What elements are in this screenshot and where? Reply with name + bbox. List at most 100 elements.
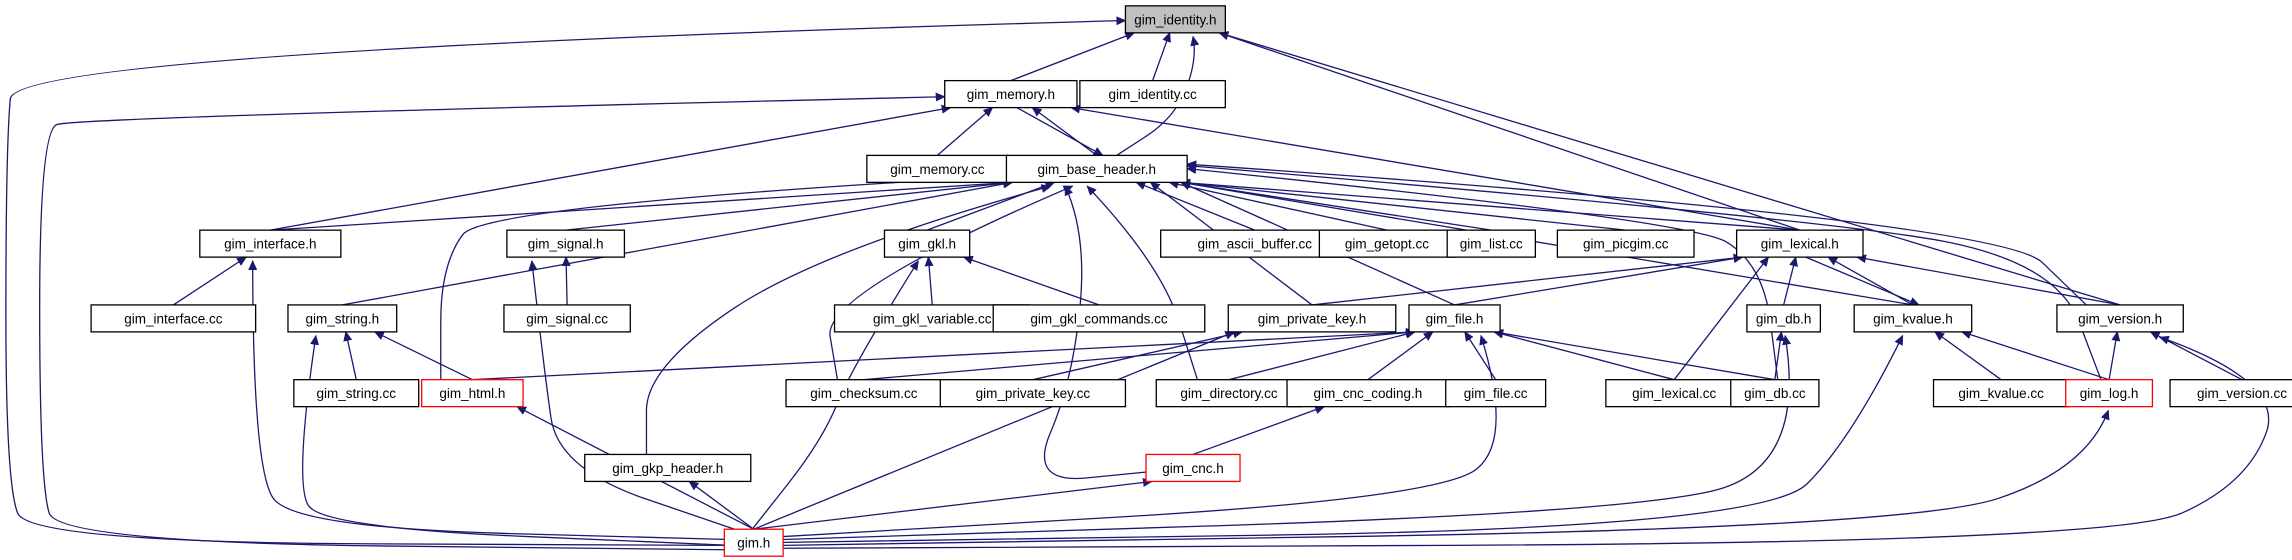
edge-gim_h-to-gkp_header_h: [688, 480, 755, 530]
edges-layer: [5, 16, 2270, 551]
edge-gim_h-to-memory_h: [39, 92, 946, 551]
edge-db_cc-to-db_h: [1774, 330, 1785, 380]
edge-memory_cc-to-memory_h: [936, 106, 994, 156]
node-private-key-cc[interactable]: gim_private_key.cc: [939, 379, 1127, 408]
node-list-cc[interactable]: gim_list.cc: [1446, 229, 1536, 258]
node-interface-h[interactable]: gim_interface.h: [199, 229, 342, 258]
node-private-key-h[interactable]: gim_private_key.h: [1227, 304, 1397, 333]
edge-gim_h-to-identity_h: [5, 16, 1127, 546]
node-identity-h: gim_identity.h: [1124, 5, 1226, 34]
node-file-h[interactable]: gim_file.h: [1408, 304, 1501, 333]
node-box: [1853, 304, 1973, 333]
node-signal-h[interactable]: gim_signal.h: [506, 229, 626, 258]
node-box: [90, 304, 257, 333]
node-memory-h[interactable]: gim_memory.h: [944, 79, 1078, 109]
node-lexical-cc[interactable]: gim_lexical.cc: [1605, 379, 1744, 408]
node-picgim-cc[interactable]: gim_picgim.cc: [1556, 229, 1695, 258]
node-base-header-h[interactable]: gim_base_header.h: [1005, 154, 1188, 184]
node-db-h[interactable]: gim_db.h: [1746, 304, 1822, 333]
node-interface-cc[interactable]: gim_interface.cc: [90, 304, 257, 333]
node-label: gim_lexical.h: [1761, 237, 1839, 252]
edge-cnc_h-to-cnc_coding_h: [1192, 405, 1326, 456]
node-log-h[interactable]: gim_log.h: [2065, 379, 2154, 408]
node-version-cc[interactable]: gim_version.cc: [2169, 379, 2292, 408]
node-label: gim_lexical.cc: [1632, 386, 1716, 401]
edge-db_h-to-lexical_h: [1783, 256, 1798, 306]
node-box: [1160, 229, 1350, 258]
edge-gim_h-to-gkl_h: [751, 260, 919, 530]
node-label: gim_private_key.h: [1258, 311, 1367, 326]
node-label: gim_file.cc: [1464, 386, 1528, 401]
node-string-h[interactable]: gim_string.h: [287, 304, 398, 333]
edge-gkl_h-to-base_header_h: [926, 181, 1056, 231]
node-box: [584, 453, 752, 483]
node-kvalue-cc[interactable]: gim_kvalue.cc: [1932, 379, 2070, 408]
edge-cnc_coding_h-to-file_h: [1367, 331, 1434, 381]
node-label: gim_signal.h: [528, 237, 604, 252]
node-cnc-coding-h[interactable]: gim_cnc_coding.h: [1286, 379, 1450, 408]
node-label: gim_picgim.cc: [1583, 237, 1669, 252]
node-gkl-h[interactable]: gim_gkl.h: [883, 229, 971, 258]
node-box: [1286, 379, 1450, 408]
edge-signal_cc-to-signal_h: [561, 256, 571, 305]
node-box: [2169, 379, 2292, 408]
node-db-cc[interactable]: gim_db.cc: [1730, 379, 1820, 408]
edge-directory_cc-to-base_header_h: [1086, 185, 1199, 380]
node-file-cc[interactable]: gim_file.cc: [1445, 379, 1547, 408]
node-signal-cc[interactable]: gim_signal.cc: [503, 304, 631, 333]
edge-db_cc-to-base_header_h: [1186, 165, 1779, 380]
node-box: [287, 304, 398, 333]
node-kvalue-h[interactable]: gim_kvalue.h: [1853, 304, 1973, 333]
node-box: [939, 379, 1127, 408]
node-label: gim_directory.cc: [1180, 386, 1278, 401]
edge-lexical_h-to-identity_h: [1218, 31, 1801, 231]
node-label: gim_cnc.h: [1162, 461, 1224, 476]
node-cnc-h[interactable]: gim_cnc.h: [1145, 453, 1241, 483]
node-box: [1005, 154, 1188, 184]
edge-gim_h-to-private_key_h: [753, 331, 1236, 530]
node-box: [503, 304, 631, 333]
node-label: gim_gkl.h: [898, 237, 956, 252]
node-version-h[interactable]: gim_version.h: [2056, 304, 2184, 333]
node-label: gim_version.cc: [2197, 386, 2287, 401]
node-directory-cc[interactable]: gim_directory.cc: [1155, 379, 1303, 408]
edge-db_cc-to-file_h: [1493, 328, 1775, 381]
edge-gim_h-to-db_h: [783, 334, 1792, 541]
node-memory-cc[interactable]: gim_memory.cc: [866, 154, 1009, 184]
edge-gkl_variable_cc-to-gkl_h: [924, 256, 934, 305]
node-gim-h[interactable]: gim.h: [723, 528, 784, 557]
node-label: gim.h: [737, 536, 770, 551]
node-box: [1556, 229, 1695, 258]
edge-identity_cc-to-identity_h: [1151, 31, 1171, 81]
node-checksum-cc[interactable]: gim_checksum.cc: [785, 379, 943, 408]
node-identity-cc[interactable]: gim_identity.cc: [1079, 79, 1226, 109]
node-label: gim_identity.h: [1134, 12, 1216, 27]
node-box: [866, 154, 1009, 184]
node-box: [2065, 379, 2154, 408]
node-box: [1735, 229, 1864, 258]
node-getopt-cc[interactable]: gim_getopt.cc: [1318, 229, 1456, 258]
node-gkl-commands-cc[interactable]: gim_gkl_commands.cc: [992, 304, 1206, 333]
edge-html_h-to-string_h: [373, 331, 473, 381]
edge-gkl_commands_cc-to-gkl_h: [962, 255, 1100, 306]
node-label: gim_string.h: [306, 311, 380, 326]
node-gkp-header-h[interactable]: gim_gkp_header.h: [584, 453, 752, 483]
node-label: gim_private_key.cc: [976, 386, 1091, 401]
node-ascii-buffer-cc[interactable]: gim_ascii_buffer.cc: [1160, 229, 1350, 258]
node-string-cc[interactable]: gim_string.cc: [293, 379, 420, 408]
edge-interface_h-to-memory_h: [270, 104, 952, 231]
edge-gim_h-to-string_h: [302, 334, 732, 546]
edge-private_key_h-to-lexical_h: [1311, 253, 1744, 306]
node-box: [506, 229, 626, 258]
edge-html_h-to-base_header_h: [440, 171, 1008, 380]
node-label: gim_gkl_variable.cc: [873, 311, 992, 326]
node-box: [944, 79, 1078, 109]
edge-file_h-to-lexical_h: [1454, 254, 1744, 306]
node-label: gim_version.h: [2078, 311, 2162, 326]
node-html-h[interactable]: gim_html.h: [421, 379, 524, 408]
node-box: [199, 229, 342, 258]
node-lexical-h[interactable]: gim_lexical.h: [1735, 229, 1864, 258]
